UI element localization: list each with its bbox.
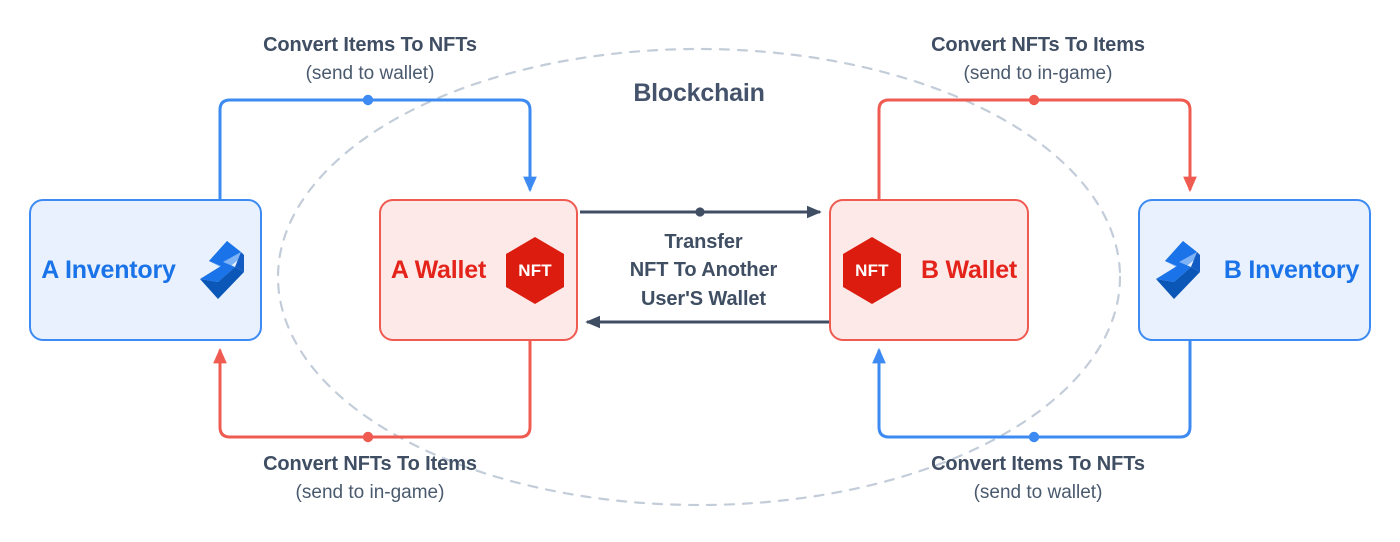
connector-dot-bottom-left bbox=[362, 431, 374, 443]
connector-a-inventory-to-a-wallet bbox=[218, 98, 537, 199]
node-a-inventory[interactable]: A Inventory bbox=[29, 199, 262, 341]
inventory-bolt-icon bbox=[199, 241, 244, 299]
connector-dot-bottom-right bbox=[1028, 431, 1040, 443]
connector-dot-top-left bbox=[362, 94, 374, 106]
connector-dot-top-right bbox=[1028, 94, 1040, 106]
nft-hexagon-icon: NFT bbox=[841, 236, 903, 305]
node-a-wallet[interactable]: A Wallet NFT bbox=[379, 199, 578, 341]
caption-bottom-right-sub: (send to wallet) bbox=[973, 481, 1103, 503]
transfer-label-line-1: Transfer bbox=[664, 231, 743, 253]
blockchain-title: Blockchain bbox=[633, 79, 765, 107]
transfer-label-line-2: NFT To Another bbox=[629, 259, 778, 282]
connector-b-wallet-to-b-inventory bbox=[877, 98, 1197, 199]
caption-top-left-sub: (send to wallet) bbox=[305, 62, 435, 84]
caption-top-right-sub: (send to in-game) bbox=[963, 62, 1113, 84]
connector-b-inventory-to-b-wallet bbox=[872, 341, 1192, 439]
node-b-wallet-label: B Wallet bbox=[920, 255, 1018, 284]
connector-a-wallet-to-a-inventory bbox=[213, 341, 532, 439]
caption-bottom-right-main: Convert Items To NFTs bbox=[931, 453, 1145, 475]
transfer-label: Transfer NFT To Another User'S Wallet bbox=[578, 228, 829, 313]
hexagon-shape bbox=[506, 236, 565, 304]
node-a-inventory-label: A Inventory bbox=[41, 255, 176, 284]
caption-top-left-main: Convert Items To NFTs bbox=[263, 34, 477, 56]
caption-bottom-left-sub: (send to in-game) bbox=[295, 481, 445, 503]
node-b-wallet[interactable]: NFT B Wallet bbox=[829, 199, 1029, 341]
caption-top-left: Convert Items To NFTs (send to wallet) bbox=[208, 33, 532, 86]
inventory-bolt-icon bbox=[1155, 241, 1200, 299]
caption-bottom-right: Convert Items To NFTs (send to wallet) bbox=[876, 452, 1200, 505]
nft-hexagon-icon: NFT bbox=[504, 236, 566, 305]
caption-bottom-left-main: Convert NFTs To Items bbox=[263, 453, 477, 475]
node-b-inventory[interactable]: B Inventory bbox=[1138, 199, 1371, 341]
node-a-wallet-label: A Wallet bbox=[390, 255, 487, 284]
caption-bottom-left: Convert NFTs To Items (send to in-game) bbox=[208, 452, 532, 505]
node-b-inventory-label: B Inventory bbox=[1223, 255, 1360, 284]
transfer-label-line-3: User'S Wallet bbox=[641, 287, 766, 310]
caption-top-right-main: Convert NFTs To Items bbox=[931, 34, 1145, 56]
hexagon-shape bbox=[842, 236, 901, 304]
caption-top-right: Convert NFTs To Items (send to in-game) bbox=[876, 33, 1200, 86]
connector-dot-transfer bbox=[695, 207, 705, 217]
nft-badge-label: NFT bbox=[518, 260, 552, 280]
nft-badge-label: NFT bbox=[855, 260, 889, 280]
